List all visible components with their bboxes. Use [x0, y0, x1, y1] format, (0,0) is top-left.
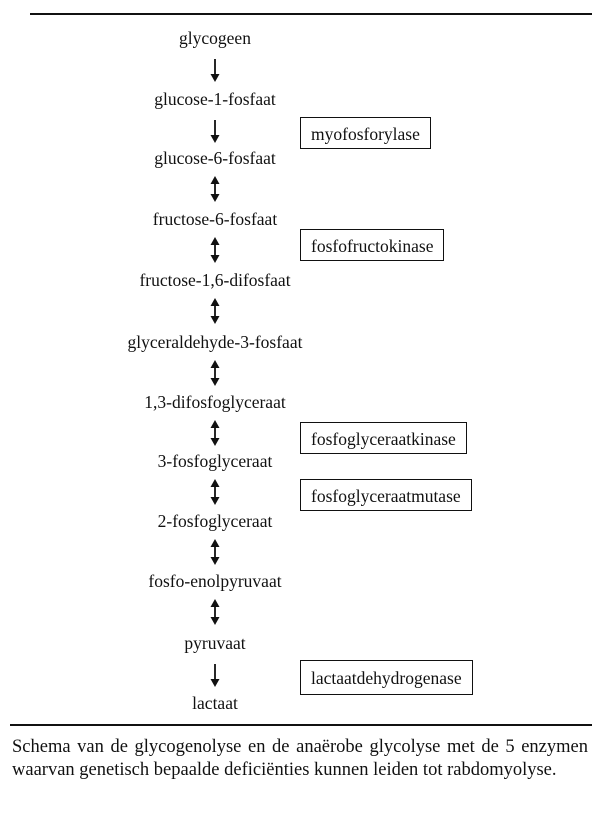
metabolite-1-3-difosfoglyceraat: 1,3-difosfoglyceraat [144, 392, 286, 412]
bottom-rule [10, 724, 592, 726]
metabolite-glyceraldehyde-3-fosfaat: glyceraldehyde-3-fosfaat [127, 332, 303, 352]
arrow-bidirectional-icon [207, 237, 223, 263]
enzyme-box-fosfoglyceraatmutase: fosfoglyceraatmutase [300, 479, 472, 511]
arrow-bidirectional-icon [207, 298, 223, 324]
metabolite-pyruvaat: pyruvaat [184, 633, 246, 653]
enzyme-box-myofosforylase: myofosforylase [300, 117, 431, 149]
metabolite-glycogeen: glycogeen [179, 28, 251, 48]
arrow-down-icon [207, 56, 223, 82]
arrow-bidirectional-icon [207, 420, 223, 446]
arrow-bidirectional-icon [207, 479, 223, 505]
metabolite-fosfo-enolpyruvaat: fosfo-enolpyruvaat [148, 571, 282, 591]
metabolite-fructose-1-6-difosfaat: fructose-1,6-difosfaat [139, 270, 291, 290]
metabolite-glucose-1-fosfaat: glucose-1-fosfaat [154, 89, 276, 109]
enzyme-box-fosfoglyceraatkinase: fosfoglyceraatkinase [300, 422, 467, 454]
metabolite-fructose-6-fosfaat: fructose-6-fosfaat [152, 209, 278, 229]
arrow-bidirectional-icon [207, 176, 223, 202]
arrow-bidirectional-icon [207, 360, 223, 386]
figure-caption: Schema van de glycogenolyse en de anaëro… [12, 737, 588, 780]
arrow-down-icon [207, 117, 223, 143]
metabolite-2-fosfoglyceraat: 2-fosfoglyceraat [157, 511, 273, 531]
top-rule [30, 13, 592, 15]
arrow-bidirectional-icon [207, 599, 223, 625]
enzyme-box-lactaatdehydrogenase: lactaatdehydrogenase [300, 660, 473, 695]
metabolite-lactaat: lactaat [192, 693, 238, 713]
enzyme-box-fosfofructokinase: fosfofructokinase [300, 229, 445, 261]
metabolite-glucose-6-fosfaat: glucose-6-fosfaat [154, 148, 276, 168]
arrow-down-icon [207, 661, 223, 687]
metabolite-3-fosfoglyceraat: 3-fosfoglyceraat [157, 451, 273, 471]
arrow-bidirectional-icon [207, 539, 223, 565]
